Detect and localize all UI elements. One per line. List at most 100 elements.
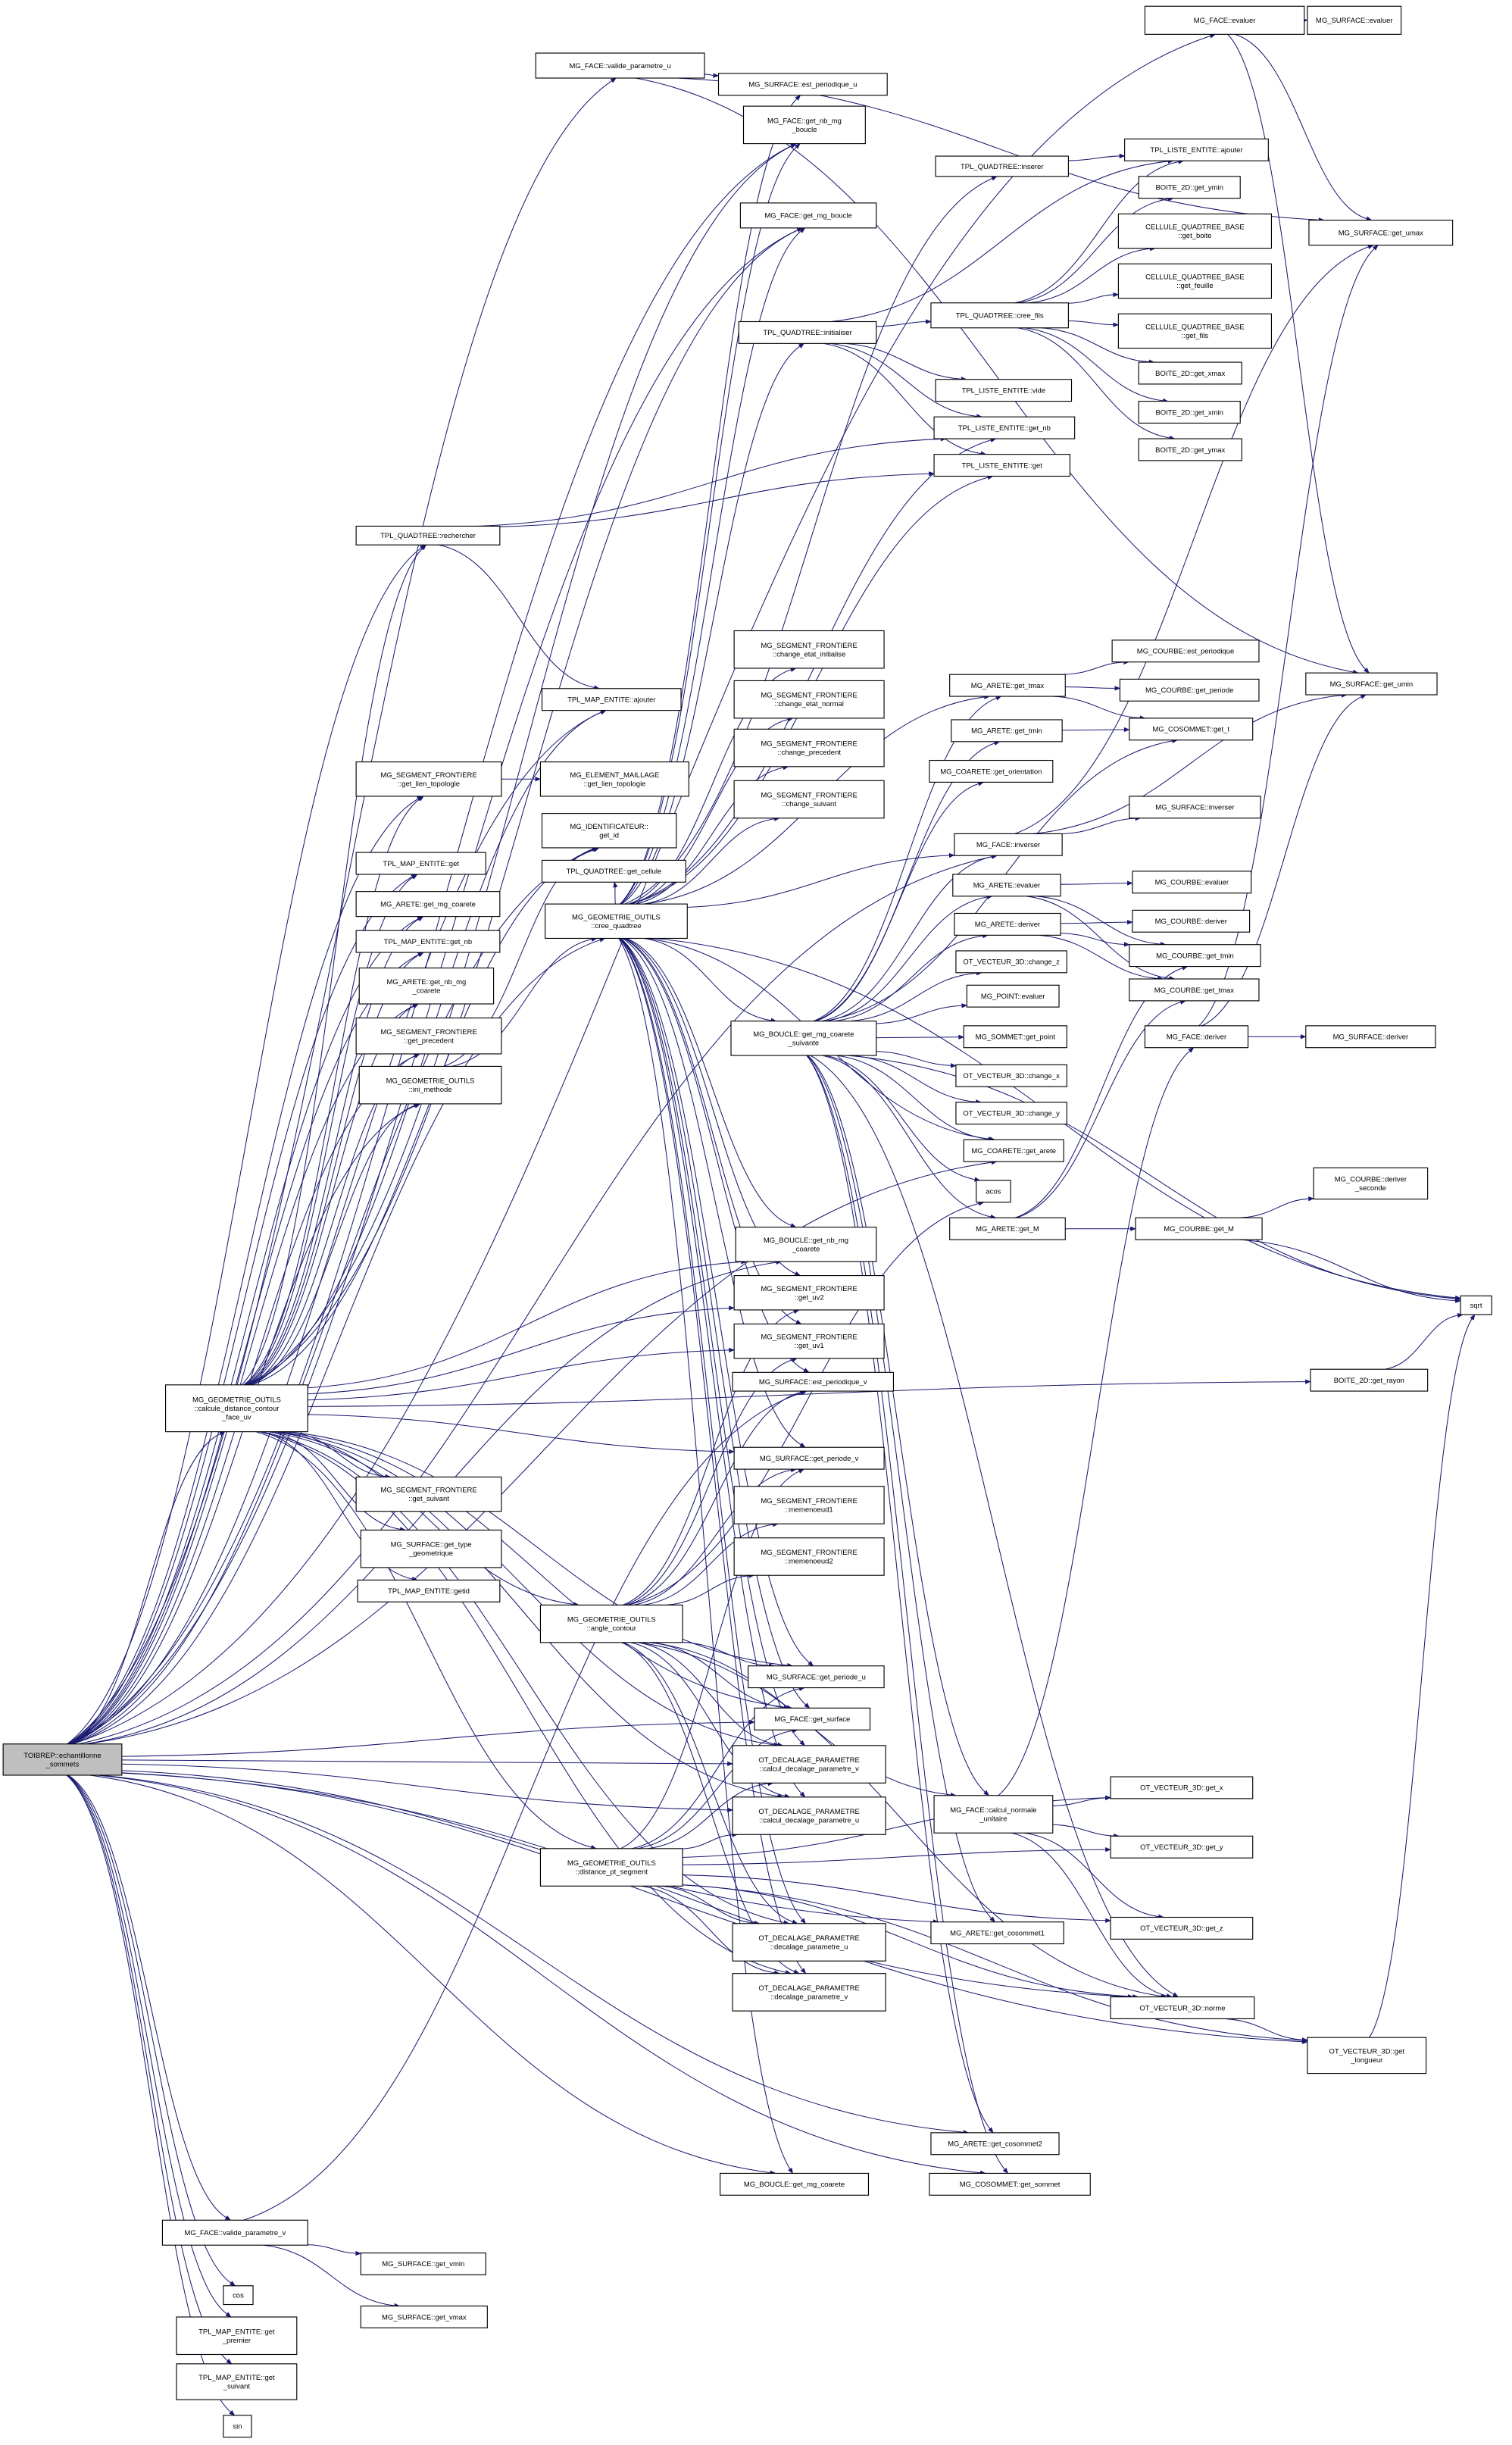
node-cosommet-get-t[interactable]: MG_COSOMMET::get_t (1129, 718, 1254, 741)
node-liste-ajouter[interactable]: TPL_LISTE_ENTITE::ajouter (1124, 138, 1269, 161)
node-liste-vide[interactable]: TPL_LISTE_ENTITE::vide (935, 379, 1073, 402)
node-face-evaluer[interactable]: MG_FACE::evaluer (1144, 5, 1305, 35)
node-sf-get-lien-topo[interactable]: MG_SEGMENT_FRONTIERE::get_lien_topologie (355, 761, 502, 797)
node-dec-decalage-u[interactable]: OT_DECALAGE_PARAMETRE::decalage_parametr… (732, 1923, 886, 1962)
node-vec-change-z[interactable]: OT_VECTEUR_3D::change_z (955, 950, 1067, 974)
node-b2d-get-rayon[interactable]: BOITE_2D::get_rayon (1310, 1368, 1429, 1392)
node-qt-rechercher[interactable]: TPL_QUADTREE::rechercher (355, 525, 501, 546)
node-qt-initialiser[interactable]: TPL_QUADTREE::initialiser (738, 320, 877, 344)
node-acos[interactable]: acos (976, 1180, 1011, 1203)
node-vec-norme[interactable]: OT_VECTEUR_3D::norme (1110, 1996, 1255, 2020)
node-arete-deriver[interactable]: MG_ARETE::deriver (954, 912, 1061, 936)
node-cos[interactable]: cos (223, 2285, 254, 2306)
node-surf-get-type-geo[interactable]: MG_SURFACE::get_type_geometrique (360, 1529, 502, 1568)
node-courbe-deriver-seconde[interactable]: MG_COURBE::deriver_seconde (1313, 1167, 1429, 1200)
node-face-get-nb-mg-boucle[interactable]: MG_FACE::get_nb_mg_boucle (742, 105, 866, 145)
node-arete-get-mg-coarete[interactable]: MG_ARETE::get_mg_coarete (355, 891, 501, 918)
node-sf-change-precedent[interactable]: MG_SEGMENT_FRONTIERE::change_precedent (733, 728, 885, 768)
node-cosommet-get-sommet[interactable]: MG_COSOMMET::get_sommet (929, 2172, 1091, 2196)
node-sf-get-precedent[interactable]: MG_SEGMENT_FRONTIERE::get_precedent (355, 1017, 502, 1055)
node-courbe-evaluer[interactable]: MG_COURBE::evaluer (1132, 871, 1252, 894)
node-sf-change-etat-normal[interactable]: MG_SEGMENT_FRONTIERE::change_etat_normal (733, 680, 885, 719)
node-qt-get-cellule[interactable]: TPL_QUADTREE::get_cellule (541, 859, 686, 883)
node-map-get-premier[interactable]: TPL_MAP_ENTITE::get_premier (176, 2316, 298, 2356)
node-surf-inverser[interactable]: MG_SURFACE::inverser (1129, 796, 1261, 819)
node-arete-get-tmax[interactable]: MG_ARETE::get_tmax (949, 674, 1066, 697)
node-geo-angle-contour[interactable]: MG_GEOMETRIE_OUTILS::angle_contour (539, 1604, 683, 1643)
node-vec-change-y[interactable]: OT_VECTEUR_3D::change_y (955, 1102, 1067, 1125)
node-qt-cree-fils[interactable]: TPL_QUADTREE::cree_fils (930, 302, 1069, 329)
node-surf-est-per-v[interactable]: MG_SURFACE::est_periodique_v (732, 1371, 895, 1392)
node-face-deriver[interactable]: MG_FACE::deriver (1144, 1025, 1249, 1049)
node-cell-get-fils[interactable]: CELLULE_QUADTREE_BASE::get_fils (1117, 313, 1273, 349)
node-vec-get-longueur[interactable]: OT_VECTEUR_3D::get_longueur (1307, 2037, 1427, 2074)
node-surf-deriver[interactable]: MG_SURFACE::deriver (1305, 1025, 1436, 1049)
node-sf-change-etat-init[interactable]: MG_SEGMENT_FRONTIERE::change_etat_initia… (733, 630, 885, 669)
node-elem-get-lien-topo[interactable]: MG_ELEMENT_MAILLAGE::get_lien_topologie (539, 761, 689, 797)
node-point-evaluer[interactable]: MG_POINT::evaluer (966, 984, 1060, 1008)
node-courbe-get-tmax[interactable]: MG_COURBE::get_tmax (1129, 978, 1260, 1002)
node-dec-calcul-v[interactable]: OT_DECALAGE_PARAMETRE::calcul_decalage_p… (732, 1745, 886, 1784)
node-arete-get-tmin[interactable]: MG_ARETE::get_tmin (951, 719, 1063, 743)
node-geo-ini-methode[interactable]: MG_GEOMETRIE_OUTILS::ini_methode (358, 1065, 502, 1105)
node-face-get-surface[interactable]: MG_FACE::get_surface (754, 1707, 871, 1731)
node-coarete-get-orient[interactable]: MG_COARETE::get_orientation (929, 759, 1054, 783)
node-liste-get-nb[interactable]: TPL_LISTE_ENTITE::get_nb (933, 416, 1076, 439)
node-cell-get-feuille[interactable]: CELLULE_QUADTREE_BASE::get_feuille (1117, 263, 1273, 299)
node-face-get-mg-boucle[interactable]: MG_FACE::get_mg_boucle (739, 202, 877, 229)
node-map-get-nb[interactable]: TPL_MAP_ENTITE::get_nb (355, 930, 501, 953)
node-sf-memenoeud1[interactable]: MG_SEGMENT_FRONTIERE::memenoeud1 (733, 1486, 885, 1524)
node-sqrt[interactable]: sqrt (1460, 1295, 1492, 1315)
node-vec-change-x[interactable]: OT_VECTEUR_3D::change_x (955, 1064, 1067, 1087)
node-liste-get[interactable]: TPL_LISTE_ENTITE::get (933, 454, 1071, 477)
node-sf-get-uv2[interactable]: MG_SEGMENT_FRONTIERE::get_uv2 (733, 1274, 885, 1311)
node-arete-evaluer[interactable]: MG_ARETE::evaluer (952, 874, 1061, 897)
node-courbe-est-per[interactable]: MG_COURBE::est_periodique (1111, 639, 1260, 663)
node-map-get[interactable]: TPL_MAP_ENTITE::get (355, 852, 486, 875)
node-b2d-get-ymin[interactable]: BOITE_2D::get_ymin (1138, 176, 1241, 199)
node-ident-get-id[interactable]: MG_IDENTIFICATEUR::get_id (541, 813, 677, 849)
node-cell-get-boite[interactable]: CELLULE_QUADTREE_BASE::get_boite (1117, 213, 1273, 249)
node-dec-decalage-v[interactable]: OT_DECALAGE_PARAMETRE::decalage_parametr… (732, 1973, 886, 2012)
node-map-get-suivant[interactable]: TPL_MAP_ENTITE::get_suivant (176, 2363, 298, 2400)
node-map-getid[interactable]: TPL_MAP_ENTITE::getid (357, 1579, 501, 1602)
node-surf-get-periode-u[interactable]: MG_SURFACE::get_periode_u (748, 1665, 885, 1689)
node-face-valide-u[interactable]: MG_FACE::valide_parametre_u (535, 52, 705, 79)
node-geo-calcule-dist[interactable]: MG_GEOMETRIE_OUTILS::calcule_distance_co… (165, 1384, 308, 1433)
node-courbe-get-periode[interactable]: MG_COURBE::get_periode (1119, 678, 1260, 702)
node-b2d-get-xmax[interactable]: BOITE_2D::get_xmax (1138, 361, 1242, 385)
node-sin[interactable]: sin (223, 2415, 252, 2438)
node-sf-memenoeud2[interactable]: MG_SEGMENT_FRONTIERE::memenoeud2 (733, 1537, 885, 1576)
node-surf-get-vmin[interactable]: MG_SURFACE::get_vmin (360, 2252, 486, 2275)
node-arete-get-nb-mg-coarete[interactable]: MG_ARETE::get_nb_mg_coarete (358, 968, 495, 1005)
node-geo-cree-quadtree[interactable]: MG_GEOMETRIE_OUTILS::cree_quadtree (545, 903, 688, 940)
node-vec-get-y[interactable]: OT_VECTEUR_3D::get_y (1110, 1835, 1254, 1859)
node-root[interactable]: TOIBREP::echantillonne_sommets (2, 1743, 123, 1776)
node-b2d-get-xmin[interactable]: BOITE_2D::get_xmin (1138, 401, 1241, 424)
node-face-calcul-normale[interactable]: MG_FACE::calcul_normale_unitaire (933, 1795, 1054, 1834)
node-arete-get-M[interactable]: MG_ARETE::get_M (949, 1217, 1066, 1240)
node-b2d-get-ymax[interactable]: BOITE_2D::get_ymax (1138, 438, 1242, 461)
node-vec-get-z[interactable]: OT_VECTEUR_3D::get_z (1110, 1916, 1254, 1940)
node-sf-change-suivant[interactable]: MG_SEGMENT_FRONTIERE::change_suivant (733, 780, 885, 819)
node-boucle-get-suivante[interactable]: MG_BOUCLE::get_mg_coarete_suivante (730, 1021, 877, 1056)
node-courbe-deriver[interactable]: MG_COURBE::deriver (1132, 909, 1251, 933)
node-surf-get-umin[interactable]: MG_SURFACE::get_umin (1305, 672, 1438, 696)
node-map-ajouter[interactable]: TPL_MAP_ENTITE::ajouter (541, 688, 682, 711)
node-geo-distance-pt-seg[interactable]: MG_GEOMETRIE_OUTILS::distance_pt_segment (539, 1848, 683, 1887)
node-sf-get-uv1[interactable]: MG_SEGMENT_FRONTIERE::get_uv1 (733, 1323, 885, 1359)
node-surf-evaluer[interactable]: MG_SURFACE::evaluer (1307, 5, 1402, 35)
node-arete-get-cosommet1[interactable]: MG_ARETE::get_cosommet1 (930, 1921, 1064, 1945)
node-arete-get-cosommet2[interactable]: MG_ARETE::get_cosommet2 (930, 2132, 1060, 2156)
node-face-valide-v[interactable]: MG_FACE::valide_parametre_v (161, 2219, 308, 2246)
node-face-inverser[interactable]: MG_FACE::inverser (954, 833, 1063, 856)
node-courbe-get-tmin[interactable]: MG_COURBE::get_tmin (1129, 944, 1261, 968)
node-boucle-get-nb-mg-coarete[interactable]: MG_BOUCLE::get_nb_mg_coarete (735, 1227, 877, 1262)
node-qt-inserer[interactable]: TPL_QUADTREE::inserer (935, 155, 1069, 177)
node-sf-get-suivant[interactable]: MG_SEGMENT_FRONTIERE::get_suivant (355, 1476, 502, 1512)
node-surf-get-umax[interactable]: MG_SURFACE::get_umax (1308, 219, 1454, 246)
node-coarete-get-arete[interactable]: MG_COARETE::get_arete (963, 1139, 1064, 1162)
node-courbe-get-M[interactable]: MG_COURBE::get_M (1135, 1217, 1263, 1240)
node-surf-get-vmax[interactable]: MG_SURFACE::get_vmax (360, 2306, 488, 2329)
node-vec-get-x[interactable]: OT_VECTEUR_3D::get_x (1110, 1776, 1254, 1799)
